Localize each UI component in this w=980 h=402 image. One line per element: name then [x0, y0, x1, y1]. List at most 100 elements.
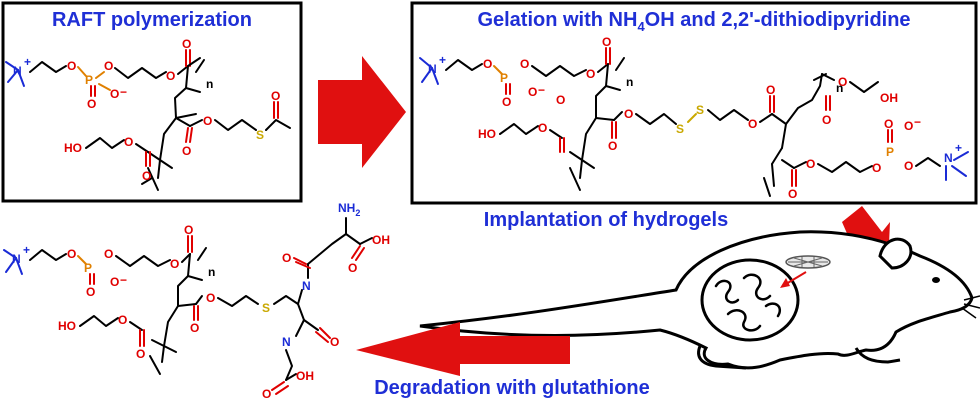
svg-text:O: O	[608, 139, 617, 153]
svg-text:OH: OH	[880, 91, 898, 105]
svg-text:P: P	[886, 145, 894, 159]
glutathione-conjugate: O O S N O NH2 O OH O	[190, 201, 390, 401]
svg-text:O: O	[142, 169, 151, 183]
svg-text:+: +	[439, 53, 446, 67]
product-backbone: HO O O	[58, 253, 203, 375]
disulfide-sulfur-2: S	[696, 103, 704, 117]
amino-group: NH2	[338, 201, 360, 218]
implantation-label: Implantation of hydrogels	[484, 209, 728, 231]
rat-illustration	[419, 230, 980, 370]
svg-text:O: O	[182, 37, 191, 51]
phosphorus: P	[85, 73, 93, 87]
svg-text:O: O	[330, 335, 339, 349]
svg-text:O: O	[190, 321, 199, 335]
svg-text:O: O	[884, 117, 893, 131]
raft-panel-frame	[1, 1, 303, 203]
svg-text:N: N	[428, 62, 437, 76]
degraded-product: N + O P O O O − O O n	[3, 201, 390, 401]
repeat-subscript: n	[206, 77, 213, 91]
svg-text:O: O	[206, 291, 215, 305]
svg-text:O: O	[203, 114, 212, 128]
svg-text:O: O	[520, 57, 529, 71]
svg-text:O: O	[170, 257, 179, 271]
svg-text:O: O	[166, 69, 175, 83]
svg-text:O: O	[118, 313, 127, 327]
svg-text:−: −	[914, 115, 921, 129]
degradation-label: Degradation with glutathione	[374, 377, 650, 399]
svg-text:P: P	[500, 71, 508, 85]
minus-charge: −	[120, 85, 127, 99]
rat-whiskers	[961, 295, 980, 319]
rat-eye	[932, 277, 940, 283]
svg-text:O: O	[538, 121, 547, 135]
svg-text:O: O	[110, 87, 119, 101]
raft-heading: RAFT polymerization	[52, 9, 252, 31]
svg-text:O: O	[904, 159, 913, 173]
svg-text:O: O	[806, 157, 815, 171]
svg-text:n: n	[626, 75, 633, 89]
disulfide-crosslink: O O S S O O	[608, 83, 775, 153]
svg-text:O: O	[904, 119, 913, 133]
svg-text:−: −	[538, 83, 545, 97]
svg-text:O: O	[124, 135, 133, 149]
gelation-panel-frame	[410, 1, 978, 205]
gel-left-backbone: HO O O	[478, 63, 621, 191]
svg-text:O: O	[838, 75, 847, 89]
svg-text:O: O	[262, 387, 271, 401]
forward-arrow	[318, 56, 406, 168]
hydroxyethyl-arm: HO O O	[64, 135, 151, 183]
svg-text:O: O	[86, 285, 95, 299]
svg-text:HO: HO	[58, 319, 76, 333]
hydroxyl: HO	[64, 141, 82, 155]
thioether-sulfur: S	[262, 301, 270, 315]
rat-ear	[878, 237, 913, 270]
svg-text:+: +	[955, 141, 962, 155]
hydrogel-implant	[785, 255, 831, 269]
gel-right-backbone: n O O OH O O O P O O − O N +	[763, 73, 969, 201]
svg-text:O: O	[586, 67, 595, 81]
pc-monomer-unit: N + O P O O O − O O	[5, 37, 191, 111]
intestine-squiggles	[714, 273, 782, 332]
svg-text:O: O	[182, 144, 191, 158]
rat-hind-leg	[697, 345, 747, 370]
svg-text:O: O	[872, 161, 881, 175]
thioacetate-arm: O O S O	[175, 89, 291, 158]
svg-text:+: +	[23, 243, 30, 257]
rat-abdomen-circle	[700, 258, 800, 342]
svg-text:O: O	[748, 117, 757, 131]
svg-text:OH: OH	[372, 233, 390, 247]
disulfide-sulfur-1: S	[676, 122, 684, 136]
gelation-heading: Gelation with NH4OH and 2,2'-dithiodipyr…	[477, 9, 910, 34]
svg-text:O: O	[67, 59, 76, 73]
ammonium-nitrogen: N	[13, 64, 22, 78]
svg-text:O: O	[271, 89, 280, 103]
svg-text:O: O	[87, 97, 96, 111]
rat-body	[419, 230, 974, 370]
svg-text:O: O	[67, 247, 76, 261]
svg-text:P: P	[84, 261, 92, 275]
svg-text:O: O	[136, 347, 145, 361]
svg-text:O: O	[104, 59, 113, 73]
plus-charge: +	[24, 55, 31, 69]
svg-text:O: O	[788, 187, 797, 201]
svg-text:O: O	[502, 95, 511, 109]
svg-text:O: O	[624, 107, 633, 121]
svg-text:O: O	[483, 57, 492, 71]
degradation-arrow	[356, 322, 570, 376]
gelation-panel: Gelation with NH4OH and 2,2'-dithiodipyr…	[410, 1, 978, 205]
svg-text:O: O	[556, 93, 565, 107]
svg-text:n: n	[208, 265, 215, 279]
svg-text:O: O	[822, 113, 831, 127]
svg-text:O: O	[528, 85, 537, 99]
svg-text:O: O	[282, 251, 291, 265]
product-pc-unit: N + O P O O O − O O n	[3, 223, 215, 299]
svg-text:O: O	[184, 223, 193, 237]
rat-front-leg	[854, 347, 901, 364]
svg-text:N: N	[944, 151, 953, 165]
svg-text:n: n	[836, 81, 843, 95]
svg-text:HO: HO	[478, 127, 496, 141]
svg-text:OH: OH	[296, 369, 314, 383]
amide-nitrogen-1: N	[302, 279, 311, 293]
svg-text:O: O	[348, 261, 357, 275]
